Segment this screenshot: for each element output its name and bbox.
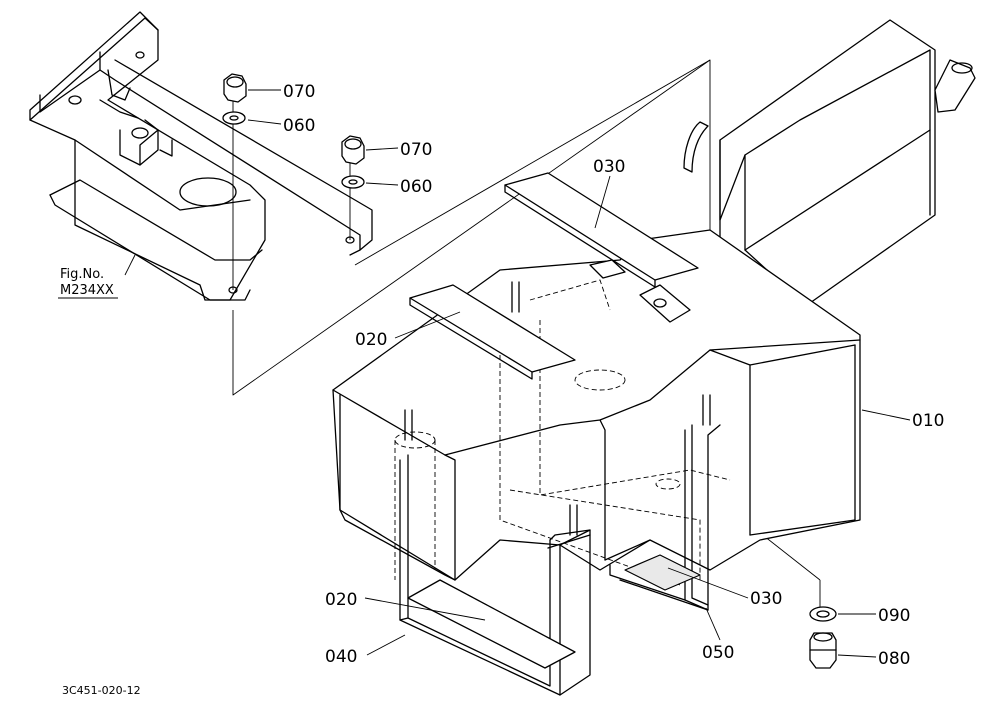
pad-bottom-030 (624, 554, 701, 591)
band-right-050 (609, 424, 721, 611)
nut-right-070 (341, 135, 365, 165)
part-label-060-left: 060 (283, 116, 315, 136)
part-label-090: 090 (878, 606, 910, 626)
fig-no-label: Fig.No. (60, 267, 104, 282)
part-label-030-top: 030 (593, 157, 625, 177)
leader-lines (124, 89, 911, 658)
plug-080 (809, 632, 837, 669)
part-label-050: 050 (702, 643, 734, 663)
part-label-070-right: 070 (400, 140, 432, 160)
part-label-070-left: 070 (283, 82, 315, 102)
part-label-080: 080 (878, 649, 910, 669)
gasket-090 (809, 606, 837, 622)
pad-top-030 (504, 172, 699, 288)
washer-left-060 (222, 111, 246, 125)
nut-left-070 (223, 73, 247, 103)
pad-upper-020 (409, 284, 576, 380)
frame-bracket (29, 11, 373, 301)
figure-reference: Fig.No. M234XX (58, 267, 118, 299)
part-labels: 070 060 070 060 030 020 010 020 030 040 … (283, 82, 944, 669)
pad-lower-020 (407, 579, 576, 669)
drawing-code: 3C451-020-12 (62, 684, 141, 697)
part-label-030-bottom: 030 (750, 589, 782, 609)
part-label-010: 010 (912, 411, 944, 431)
part-label-020-lower: 020 (325, 590, 357, 610)
part-label-060-right: 060 (400, 177, 432, 197)
part-label-040: 040 (325, 647, 357, 667)
washer-right-060 (341, 175, 365, 189)
fig-no-value: M234XX (60, 283, 114, 298)
part-label-020-upper: 020 (355, 330, 387, 350)
band-left-040 (399, 454, 591, 696)
